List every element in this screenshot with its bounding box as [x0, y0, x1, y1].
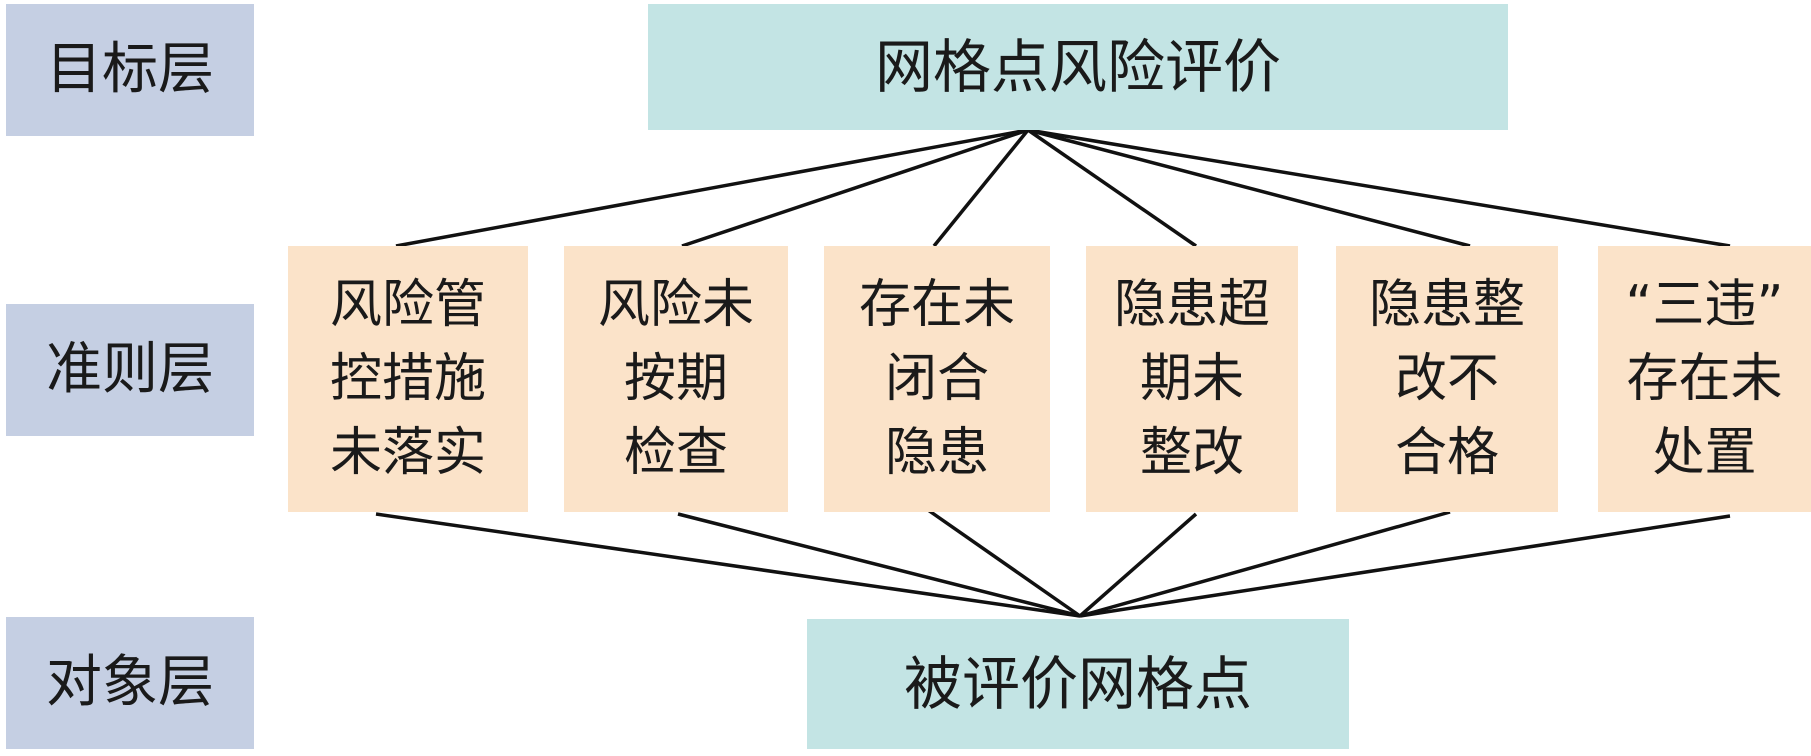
criteria-node-text: 检查	[623, 423, 728, 483]
criteria-node-4: 隐患超 期未 整改	[1086, 246, 1298, 512]
criteria-node-text: 风险未	[597, 275, 754, 335]
goal-layer-label: 目标层	[6, 4, 254, 136]
goal-node: 网格点风险评价	[648, 4, 1508, 130]
criteria-layer-label: 准则层	[6, 304, 254, 436]
criteria-node-text: 隐患超	[1113, 275, 1270, 335]
criteria-node-text: 按期	[623, 349, 728, 409]
criteria-node-5: 隐患整 改不 合格	[1336, 246, 1558, 512]
criteria-node-2: 风险未 按期 检查	[564, 246, 788, 512]
object-link-2	[677, 512, 1081, 618]
goal-link-6	[1027, 128, 1731, 248]
object-node: 被评价网格点	[807, 619, 1349, 749]
criteria-node-text: 处置	[1652, 423, 1757, 483]
goal-link-2	[681, 128, 1029, 248]
goal-link-3	[932, 128, 1030, 248]
goal-link-4	[1027, 128, 1197, 248]
goal-link-1	[395, 128, 1029, 248]
criteria-node-text: 整改	[1139, 423, 1244, 483]
criteria-node-text: 未落实	[329, 423, 486, 483]
criteria-node-text: 隐患整	[1368, 275, 1525, 335]
object-link-4	[1078, 512, 1198, 618]
criteria-node-text: 闭合	[884, 349, 989, 409]
criteria-node-text: 存在未	[858, 275, 1015, 335]
criteria-node-1: 风险管 控措施 未落实	[288, 246, 528, 512]
criteria-node-text: 风险管	[329, 275, 486, 335]
goal-node-text: 网格点风险评价	[874, 33, 1281, 101]
object-link-3	[926, 508, 1082, 618]
object-layer-label: 对象层	[6, 617, 254, 749]
object-link-1	[375, 512, 1081, 618]
criteria-node-text: 改不	[1394, 349, 1499, 409]
object-link-5	[1079, 510, 1451, 618]
object-node-text: 被评价网格点	[903, 650, 1252, 718]
criteria-node-text: 合格	[1394, 423, 1499, 483]
criteria-node-text: 控措施	[329, 349, 486, 409]
criteria-node-6: “三违” 存在未 处置	[1598, 246, 1811, 512]
goal-link-5	[1027, 128, 1471, 248]
criteria-node-text: “三违”	[1625, 275, 1784, 335]
criteria-node-text: 隐患	[884, 423, 989, 483]
object-link-6	[1079, 514, 1731, 618]
criteria-node-text: 存在未	[1626, 349, 1783, 409]
criteria-node-3: 存在未 闭合 隐患	[824, 246, 1050, 512]
criteria-node-text: 期未	[1139, 349, 1244, 409]
